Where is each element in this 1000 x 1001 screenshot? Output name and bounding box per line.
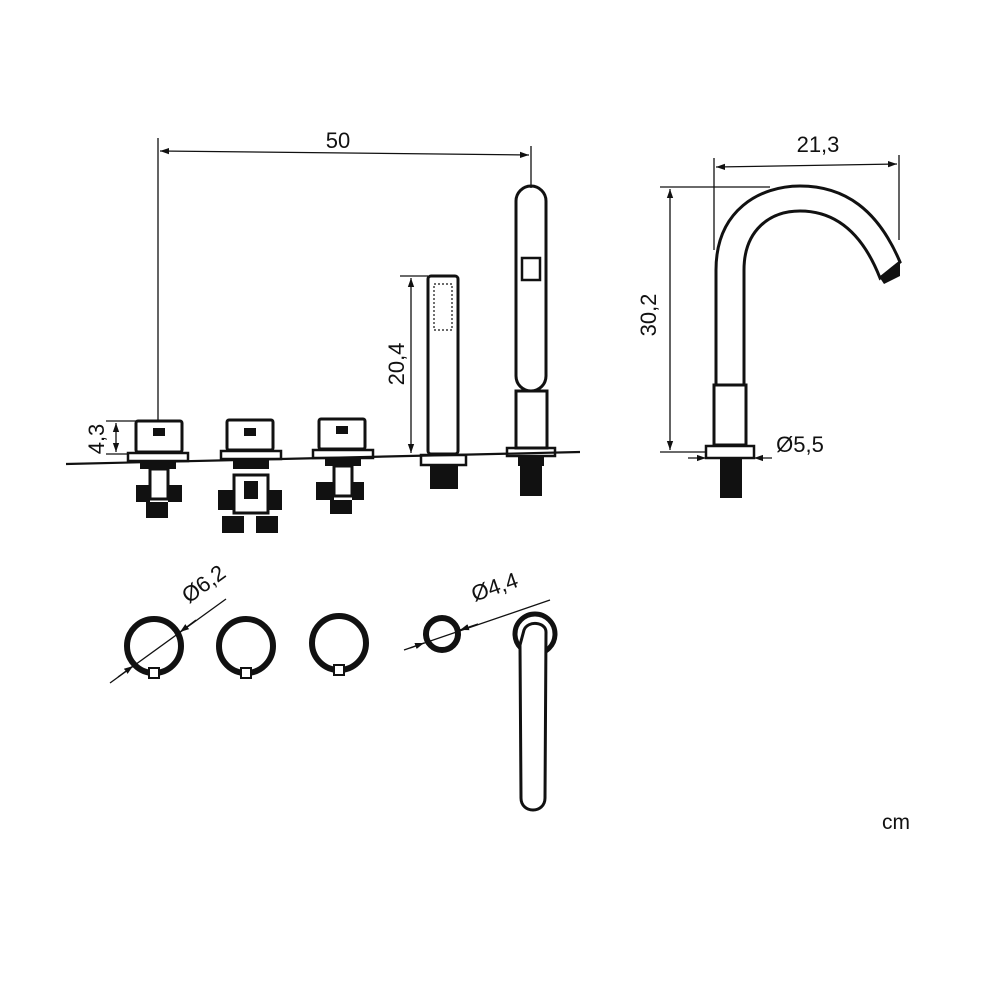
unit-label: cm: [882, 811, 910, 834]
mixer-handle-3: [311, 417, 375, 514]
dim-spout-height: 30,2: [636, 294, 661, 337]
dim-handle-diameter: Ø6,2: [177, 560, 230, 608]
front-view: [65, 184, 581, 533]
mixer-handle-1: [126, 419, 190, 518]
shower-holder-ring: [423, 615, 461, 653]
top-view: [124, 611, 558, 812]
front-spout: [505, 184, 557, 496]
dim-spout-reach: 21,3: [797, 132, 840, 157]
hand-shower: [419, 274, 468, 489]
dim-handle-height: 4,3: [84, 424, 109, 455]
dim-spout-base-diameter: Ø5,5: [776, 432, 824, 457]
mixer-handle-2: [218, 418, 283, 533]
spout-top-view: [512, 611, 558, 812]
handle-ring-1: [124, 616, 184, 679]
dimension-lines: [106, 138, 900, 684]
dim-hand-shower-height: 20,4: [384, 343, 409, 386]
dim-total-width: 50: [326, 128, 350, 153]
handle-ring-2: [216, 616, 276, 679]
handle-ring-3: [309, 613, 369, 676]
side-view-spout: [704, 184, 902, 498]
dim-shower-holder-diameter: Ø4,4: [468, 567, 521, 606]
